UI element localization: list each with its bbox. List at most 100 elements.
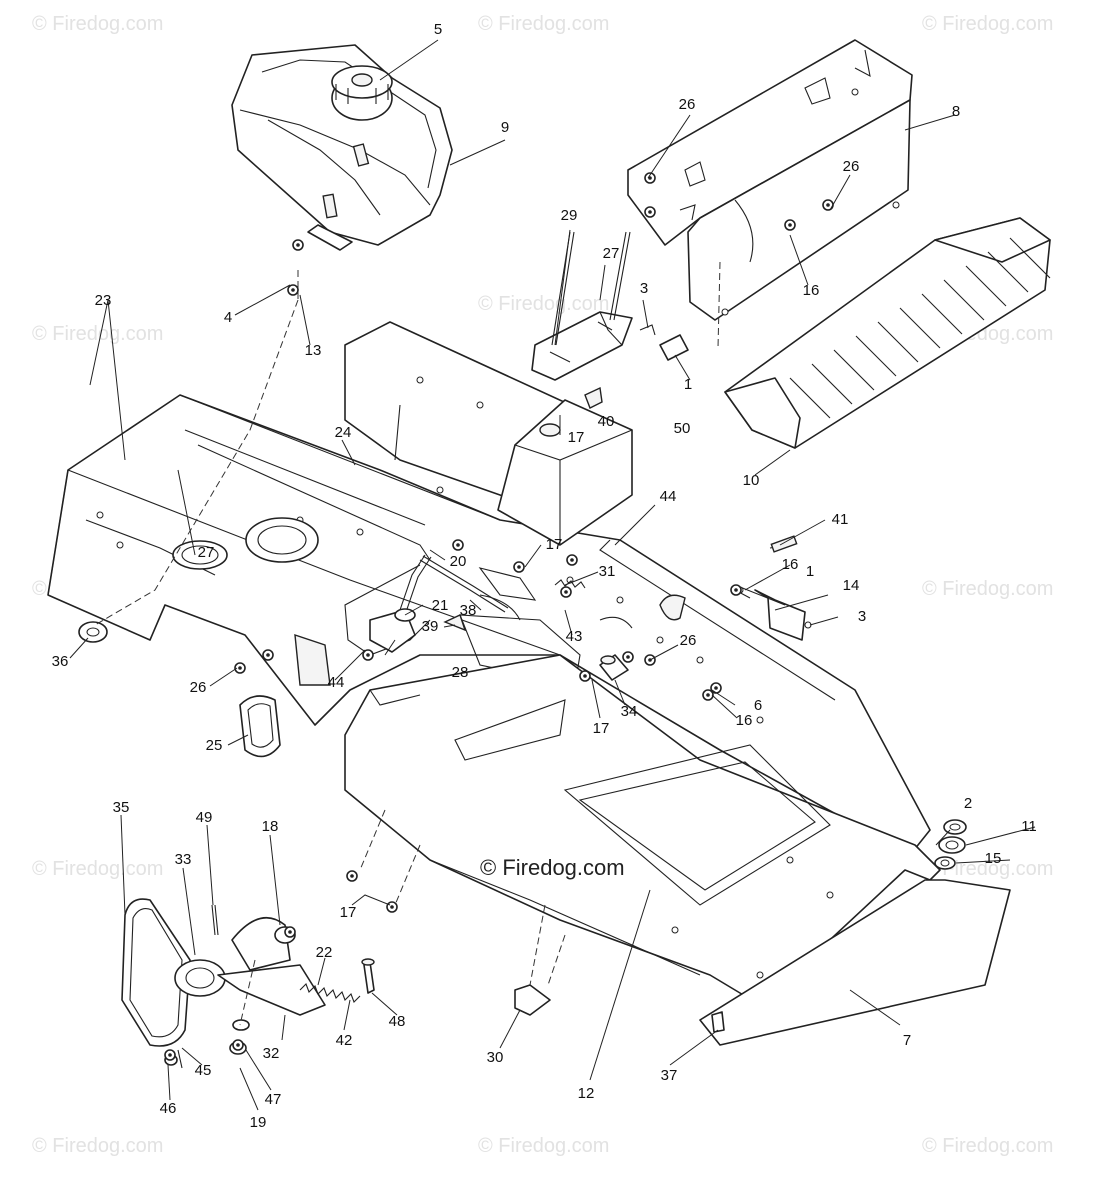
callout-16: 16 — [736, 712, 753, 729]
callout-1: 1 — [684, 376, 692, 393]
nut-hole — [626, 655, 630, 659]
callout-44: 44 — [328, 674, 345, 691]
callout-19: 19 — [250, 1114, 267, 1131]
round-plate-part — [172, 517, 319, 570]
callout-26: 26 — [190, 679, 207, 696]
callout-26: 26 — [843, 158, 860, 175]
callout-17: 17 — [593, 720, 610, 737]
grommet-part — [239, 695, 281, 758]
callout-30: 30 — [487, 1049, 504, 1066]
fuel-cap-part — [331, 65, 393, 121]
watermark: © Firedog.com — [32, 1135, 163, 1157]
extension-spring-part — [299, 983, 361, 1003]
mount-bracket-part — [514, 984, 551, 1016]
callout-33: 33 — [175, 851, 192, 868]
callout-6: 6 — [754, 697, 762, 714]
callout-13: 13 — [305, 342, 322, 359]
callout-40: 40 — [598, 413, 615, 430]
callout-42: 42 — [336, 1032, 353, 1049]
callout-11: 11 — [1021, 818, 1037, 835]
callout-5: 5 — [434, 21, 442, 38]
callout-39: 39 — [422, 618, 439, 635]
louvre-slat — [1009, 237, 1051, 279]
watermark: © Firedog.com — [478, 13, 609, 35]
callout-18: 18 — [262, 818, 279, 835]
callout-17: 17 — [546, 536, 563, 553]
callout-47: 47 — [265, 1091, 282, 1108]
fastener-layer — [164, 172, 834, 1061]
callout-10: 10 — [743, 472, 760, 489]
louvre-slat — [789, 377, 831, 419]
louvre-slat — [877, 321, 919, 363]
spacer-part — [599, 654, 629, 681]
callout-26: 26 — [679, 96, 696, 113]
callout-35: 35 — [113, 799, 130, 816]
nut-hole — [168, 1053, 172, 1057]
callout-34: 34 — [621, 703, 638, 720]
louvre-slat — [943, 279, 985, 321]
callout-43: 43 — [566, 628, 583, 645]
callout-27: 27 — [603, 245, 620, 262]
nut-hole — [390, 905, 394, 909]
watermark: © Firedog.com — [922, 1135, 1053, 1157]
nut-hole — [296, 243, 300, 247]
louvered-cover-part — [724, 217, 1051, 449]
louvre-slat — [811, 363, 853, 405]
main-frame-part — [47, 394, 931, 856]
callout-23: 23 — [95, 292, 112, 309]
callout-28: 28 — [452, 664, 469, 681]
nut-hole — [236, 1043, 240, 1047]
louvre-slat — [899, 307, 941, 349]
latch-rod-assembly — [369, 554, 521, 653]
callout-50: 50 — [674, 420, 691, 437]
nut-hole — [583, 674, 587, 678]
center-watermark: © Firedog.com — [480, 855, 625, 880]
callout-8: 8 — [952, 103, 960, 120]
nut-hole — [706, 693, 710, 697]
callout-16: 16 — [803, 282, 820, 299]
bushing-part — [78, 621, 108, 643]
watermark: © Firedog.com — [32, 323, 163, 345]
small-bracket-part — [639, 324, 689, 361]
callout-9: 9 — [501, 119, 509, 136]
callout-49: 49 — [196, 809, 213, 826]
upper-panel-part — [627, 39, 913, 321]
watermark: © Firedog.com — [478, 293, 609, 315]
callout-12: 12 — [578, 1085, 595, 1102]
nut-hole — [238, 666, 242, 670]
callout-25: 25 — [206, 737, 223, 754]
watermark: © Firedog.com — [478, 1135, 609, 1157]
callout-16: 16 — [782, 556, 799, 573]
callout-44: 44 — [660, 488, 677, 505]
callout-21: 21 — [432, 597, 449, 614]
callout-38: 38 — [460, 602, 477, 619]
callout-46: 46 — [160, 1100, 177, 1117]
nut-hole — [564, 590, 568, 594]
nut-hole — [266, 653, 270, 657]
louvre-slat — [833, 349, 875, 391]
callout-36: 36 — [52, 653, 69, 670]
callout-15: 15 — [985, 850, 1002, 867]
nut-hole — [350, 874, 354, 878]
watermark: © Firedog.com — [922, 578, 1053, 600]
nut-hole — [788, 223, 792, 227]
floor-pan-part — [344, 654, 941, 1006]
assembly-lines — [94, 261, 721, 1026]
callout-29: 29 — [561, 207, 578, 224]
callout-48: 48 — [389, 1013, 406, 1030]
callout-22: 22 — [316, 944, 333, 961]
callout-37: 37 — [661, 1067, 678, 1084]
louvre-slat — [965, 265, 1007, 307]
callout-14: 14 — [843, 577, 860, 594]
spring-31-part — [554, 579, 586, 589]
nut-hole — [570, 558, 574, 562]
louvre-slat — [855, 335, 897, 377]
callout-27: 27 — [198, 544, 215, 561]
callout-2: 2 — [964, 795, 972, 812]
nut-hole — [366, 653, 370, 657]
callout-32: 32 — [263, 1045, 280, 1062]
cover-louvres — [789, 237, 1051, 419]
